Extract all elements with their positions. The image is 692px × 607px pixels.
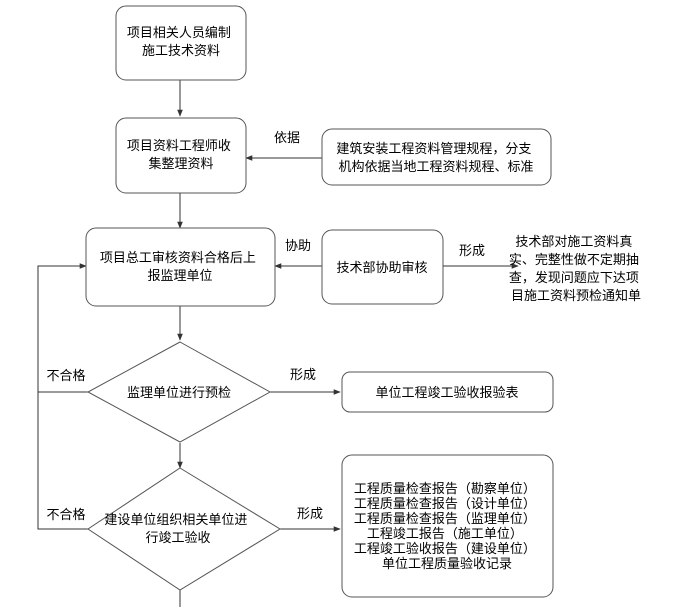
node-compile-line-2: 施工技术资料 bbox=[142, 44, 220, 59]
node-regulations-line-1: 建筑安装工程资料管理规程，分支 bbox=[336, 141, 531, 157]
node-reports: 工程质量检查报告（勘察单位） 工程质量检查报告（设计单位） 工程质量检查报告（监… bbox=[341, 454, 554, 598]
node-completion-acceptance-line-2: 行竣工验收 bbox=[145, 530, 210, 546]
svg-text:单位工程竣工验收报验表: 单位工程竣工验收报验表 bbox=[375, 385, 518, 401]
edge-fail-loop-1 bbox=[37, 263, 88, 393]
node-reports-line-5: 工程竣工验收报告（建设单位） bbox=[354, 541, 536, 557]
node-review-line-1: 项目总工审核资料合格后上 bbox=[100, 250, 256, 266]
svg-text:监理单位进行预检: 监理单位进行预检 bbox=[127, 386, 231, 401]
node-review-line-2: 报监理单位 bbox=[147, 269, 212, 284]
node-tech-inspect-line-2: 实、完整性做不定期抽 bbox=[509, 253, 639, 268]
node-review: 项目总工审核资料合格后上 报监理单位 bbox=[85, 227, 276, 307]
node-acceptance-form: 单位工程竣工验收报验表 bbox=[341, 371, 554, 413]
label-form-3: 形成 bbox=[297, 507, 323, 522]
node-collect-line-1: 项目资料工程师收 bbox=[127, 139, 231, 154]
node-supervisor-precheck-line-1: 监理单位进行预检 bbox=[127, 386, 231, 401]
svg-text:技术部协助审核: 技术部协助审核 bbox=[336, 261, 427, 276]
node-reports-line-3: 工程质量检查报告（监理单位） bbox=[354, 512, 536, 527]
node-collect-line-2: 集整理资料 bbox=[148, 156, 213, 172]
label-fail-2: 不合格 bbox=[46, 507, 85, 523]
node-compile-line-1: 项目相关人员编制 bbox=[127, 26, 231, 41]
label-form-1: 形成 bbox=[459, 244, 485, 259]
edges bbox=[37, 80, 519, 607]
svg-text:项目总工审核资料合格后上 报监理单位: 项目总工审核资料合格后上 报监理单位 bbox=[100, 250, 260, 284]
node-tech-assist-line-1: 技术部协助审核 bbox=[336, 261, 427, 276]
label-fail-1: 不合格 bbox=[46, 368, 85, 384]
node-reports-line-4: 工程竣工报告（施工单位） bbox=[367, 527, 523, 542]
edge-labels: 依据 协助 形成 形成 形成 不合格 不合格 bbox=[46, 131, 485, 523]
node-reports-line-6: 单位工程质量验收记录 bbox=[382, 556, 512, 572]
node-tech-assist: 技术部协助审核 bbox=[321, 229, 444, 305]
label-basis: 依据 bbox=[274, 131, 300, 146]
label-form-2: 形成 bbox=[290, 368, 316, 383]
node-acceptance-form-line-1: 单位工程竣工验收报验表 bbox=[375, 385, 518, 401]
node-completion-acceptance: 建设单位组织相关单位进 行竣工验收 bbox=[87, 467, 281, 591]
node-regulations-line-2: 机构依据当地工程资料规程、标准 bbox=[338, 160, 533, 175]
node-reports-line-2: 工程质量检查报告（设计单位） bbox=[354, 497, 536, 512]
node-tech-inspect: 技术部对施工资料真 实、完整性做不定期抽 查，发现问题应下达项 目施工资料预检通… bbox=[509, 235, 643, 304]
node-tech-inspect-line-4: 目施工资料预检通知单 bbox=[511, 288, 641, 304]
node-compile: 项目相关人员编制 施工技术资料 bbox=[115, 5, 247, 81]
label-assist: 协助 bbox=[285, 239, 311, 254]
node-tech-inspect-line-3: 查，发现问题应下达项 bbox=[509, 270, 639, 286]
node-tech-inspect-line-1: 技术部对施工资料真 bbox=[515, 235, 632, 250]
node-regulations: 建筑安装工程资料管理规程，分支 机构依据当地工程资料规程、标准 bbox=[321, 128, 552, 186]
svg-text:项目相关人员编制 施工技术资料: 项目相关人员编制 施工技术资料 bbox=[127, 26, 235, 59]
svg-text:技术部对施工资料真 实、完整性做不定期抽: 技术部对施工资料真 实、完整性做不定期抽 查，发现问题应下达项 目施工资料预检通… bbox=[509, 235, 643, 304]
svg-text:建筑安装工程资料管理规程，分支 机构依据当地工程: 建筑安装工程资料管理规程，分支 机构依据当地工程资料规程、标准 bbox=[336, 141, 535, 175]
node-collect: 项目资料工程师收 集整理资料 bbox=[115, 117, 247, 194]
svg-text:建设单位组织相关单位进 行竣工验收: 建设单位组织相关单位进 行竣工验收 bbox=[104, 513, 251, 546]
edge-fail-loop-2 bbox=[37, 392, 88, 530]
svg-text:工程质量检查报告（勘察单位） 工程质量检查报告（: 工程质量检查报告（勘察单位） 工程质量检查报告（设计单位） 工程质量检查报告（监… bbox=[354, 482, 540, 572]
node-reports-line-1: 工程质量检查报告（勘察单位） bbox=[354, 482, 536, 497]
node-completion-acceptance-line-1: 建设单位组织相关单位进 bbox=[104, 513, 247, 528]
node-supervisor-precheck: 监理单位进行预检 bbox=[86, 341, 272, 443]
svg-text:项目资料工程师收 集整理资料: 项目资料工程师收 集整理资料 bbox=[127, 139, 235, 172]
